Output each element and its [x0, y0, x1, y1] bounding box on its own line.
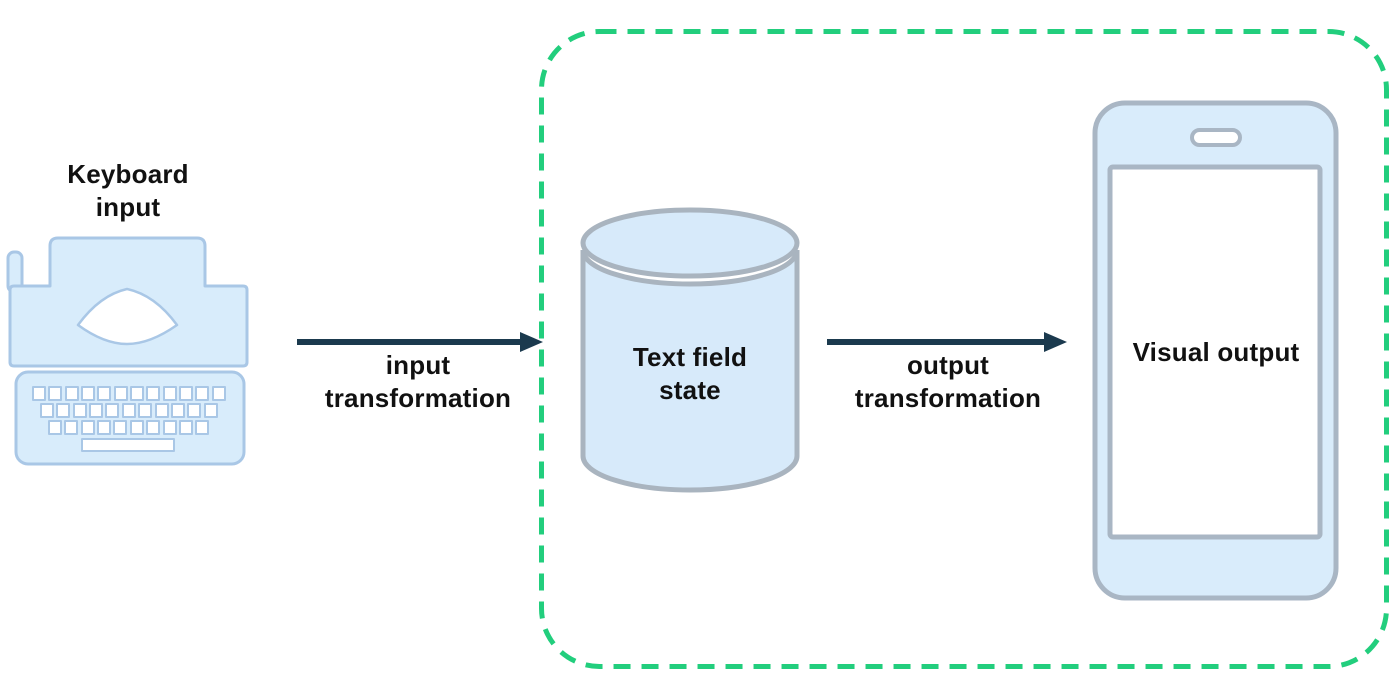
database-cylinder-icon	[580, 207, 800, 493]
typewriter-icon	[6, 236, 249, 466]
output-transformation-arrow	[827, 332, 1067, 352]
arrowhead-right-icon	[1044, 332, 1067, 352]
arrowhead-right-icon	[520, 332, 543, 352]
phone-icon	[1092, 100, 1339, 601]
visual-output-label: Visual output	[1132, 337, 1300, 367]
input-transformation-label: input transformation	[324, 350, 512, 413]
keyboard-input-label: Keyboard input	[67, 159, 189, 222]
input-transformation-arrow	[297, 332, 543, 352]
output-transformation-label: output transformation	[854, 350, 1042, 413]
text-field-state-label: Text field state	[632, 342, 748, 405]
state-boundary-dashed-box	[539, 29, 1389, 669]
